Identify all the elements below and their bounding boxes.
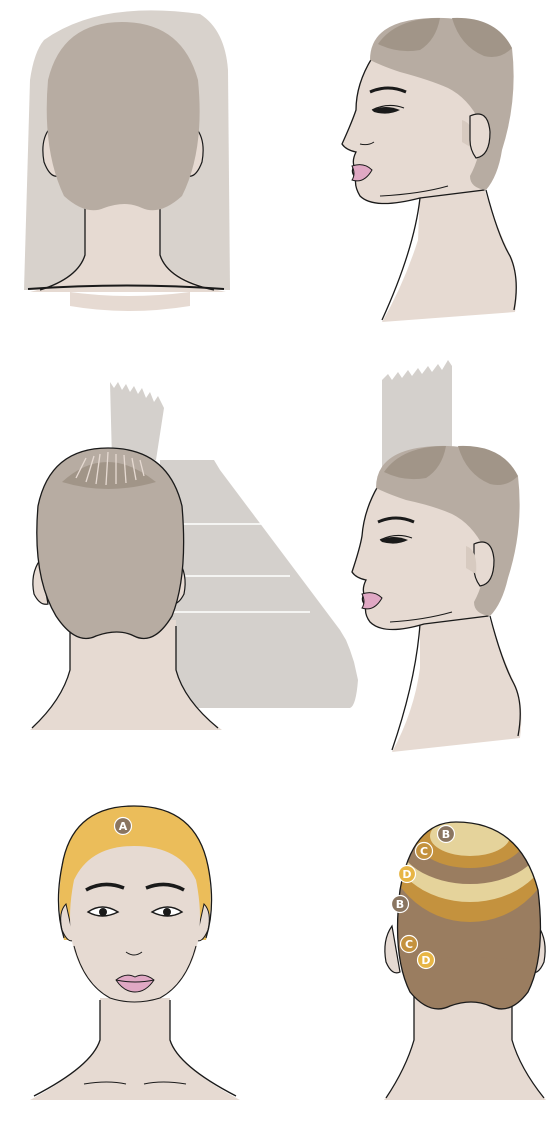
badge-label: B [442, 828, 450, 841]
back-badge-b: B [438, 826, 455, 843]
neck-front [30, 998, 240, 1100]
head-hair [47, 22, 200, 210]
pupil-right [163, 908, 171, 916]
front-badge-a: A [115, 818, 132, 835]
badge-label: C [405, 938, 413, 951]
badge-label: B [396, 898, 404, 911]
before-back-view [24, 10, 230, 311]
neck-side [382, 188, 517, 322]
after-side-view [342, 18, 517, 322]
pupil-left [99, 908, 107, 916]
back-badge-b: B [392, 896, 409, 913]
guide-steps [160, 460, 358, 708]
badge-label: D [402, 868, 411, 881]
badge-label: A [119, 820, 128, 833]
cutting-guide-side-view [352, 360, 521, 752]
neck-color-back [384, 990, 546, 1100]
badge-label: D [421, 954, 430, 967]
back-badge-d: D [418, 952, 435, 969]
shoulder-shadow [70, 292, 190, 311]
color-front-view: A [30, 806, 240, 1100]
back-badge-c: C [401, 936, 418, 953]
badge-label: C [420, 845, 428, 858]
front-badges: A [115, 818, 132, 835]
back-badge-c: C [416, 843, 433, 860]
cutting-guide-back-view [30, 382, 358, 730]
back-badge-d: D [399, 866, 416, 883]
color-zones [384, 750, 549, 1020]
